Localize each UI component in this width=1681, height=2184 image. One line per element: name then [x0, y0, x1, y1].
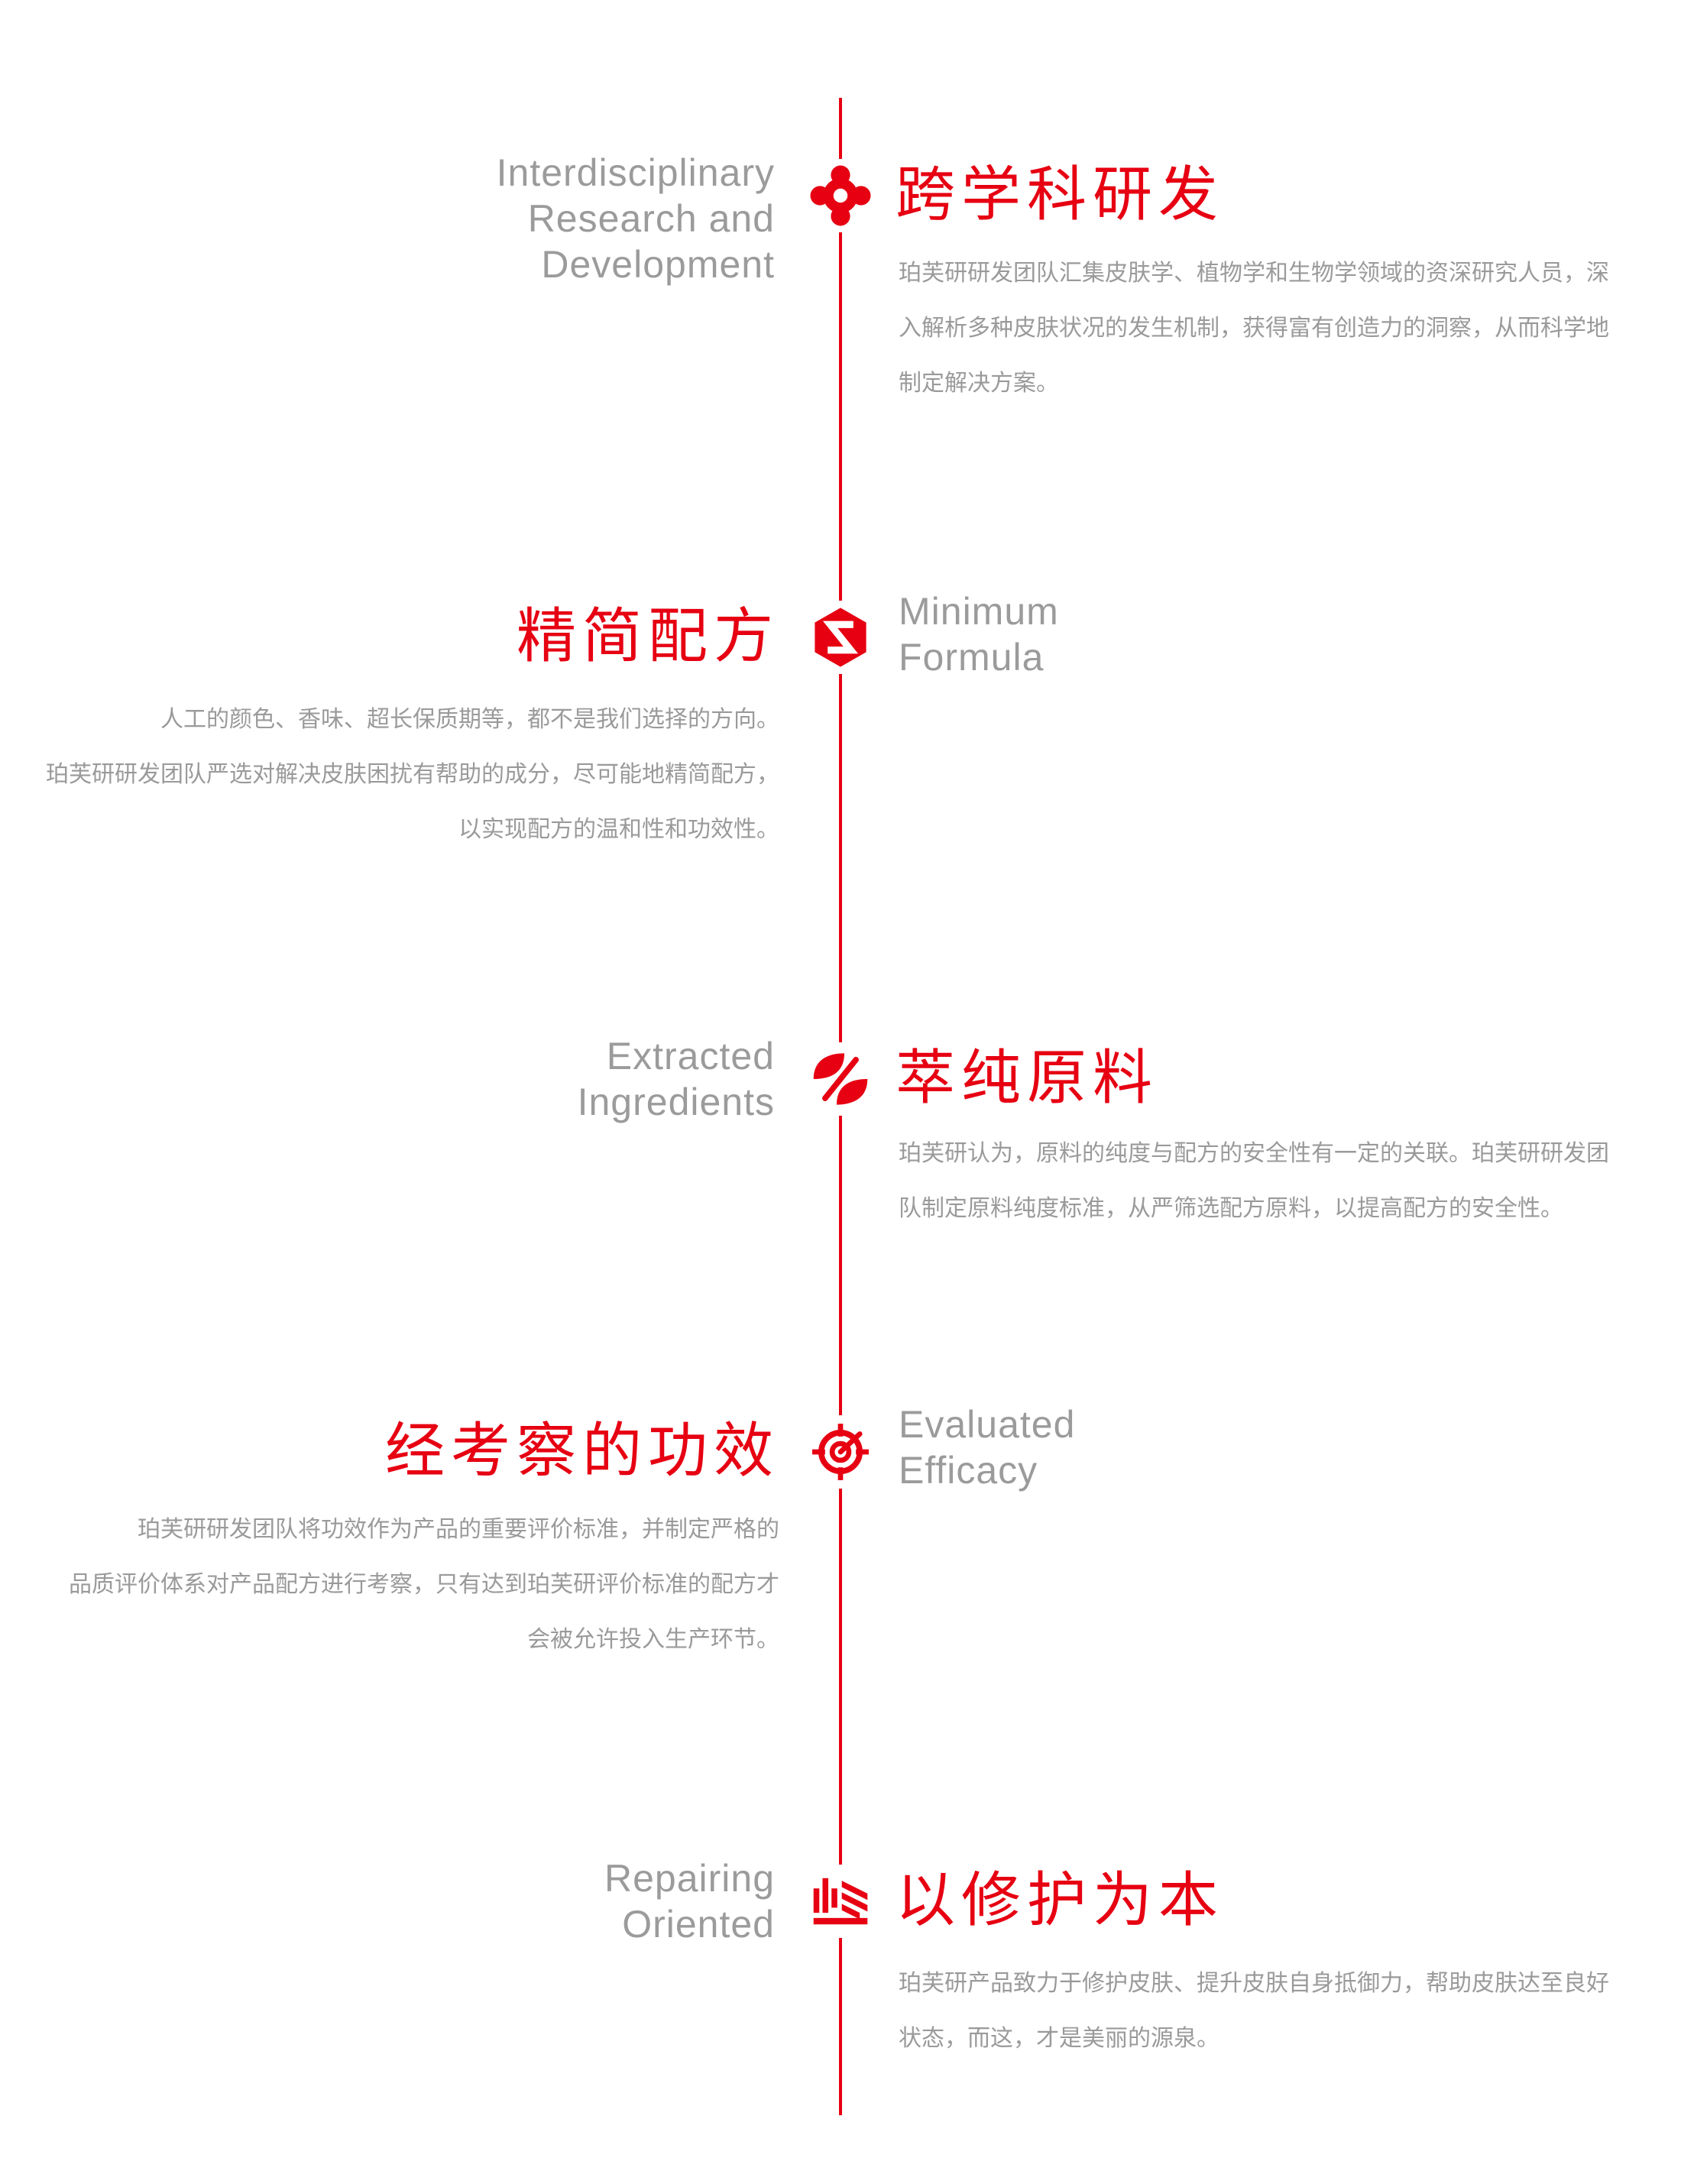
section-2-english-title: Minimum Formula — [899, 590, 1059, 679]
section-3-english-title: Extracted Ingredients — [577, 1035, 775, 1123]
section-3-chinese-title: 萃纯原料 — [896, 1044, 1159, 1111]
section-5-description: 珀芙研产品致力于修护皮肤、提升皮肤自身抵御力，帮助皮肤达至良好 状态，而这，才是… — [899, 1971, 1609, 2051]
leaf-percent-icon — [804, 1042, 877, 1116]
target-icon — [804, 1415, 877, 1489]
section-5-chinese-title: 以修护为本 — [896, 1866, 1225, 1933]
section-4-description: 珀芙研研发团队将功效作为产品的重要评价标准，并制定严格的 品质评价体系对产品配方… — [69, 1517, 779, 1652]
section-1-english-title: Interdisciplinary Research and Developme… — [496, 151, 775, 286]
section-4-english-title: Evaluated Efficacy — [899, 1403, 1076, 1492]
section-5-english-title: Repairing Oriented — [604, 1857, 775, 1946]
flower-cross-icon — [804, 159, 877, 232]
section-1-description: 珀芙研研发团队汇集皮肤学、植物学和生物学领域的资深研究人员，深 入解析多种皮肤状… — [899, 261, 1609, 396]
section-1-chinese-title: 跨学科研发 — [896, 160, 1225, 228]
section-3-description: 珀芙研认为，原料的纯度与配方的安全性有一定的关联。珀芙研研发团 队制定原料纯度标… — [899, 1141, 1609, 1221]
section-4-chinese-title: 经考察的功效 — [384, 1417, 779, 1484]
section-2-description: 人工的颜色、香味、超长保质期等，都不是我们选择的方向。 珀芙研研发团队严选对解决… — [46, 707, 779, 842]
section-2-chinese-title: 精简配方 — [516, 602, 779, 669]
stripes-icon — [804, 1865, 877, 1938]
hexagon-s-icon — [804, 601, 877, 674]
